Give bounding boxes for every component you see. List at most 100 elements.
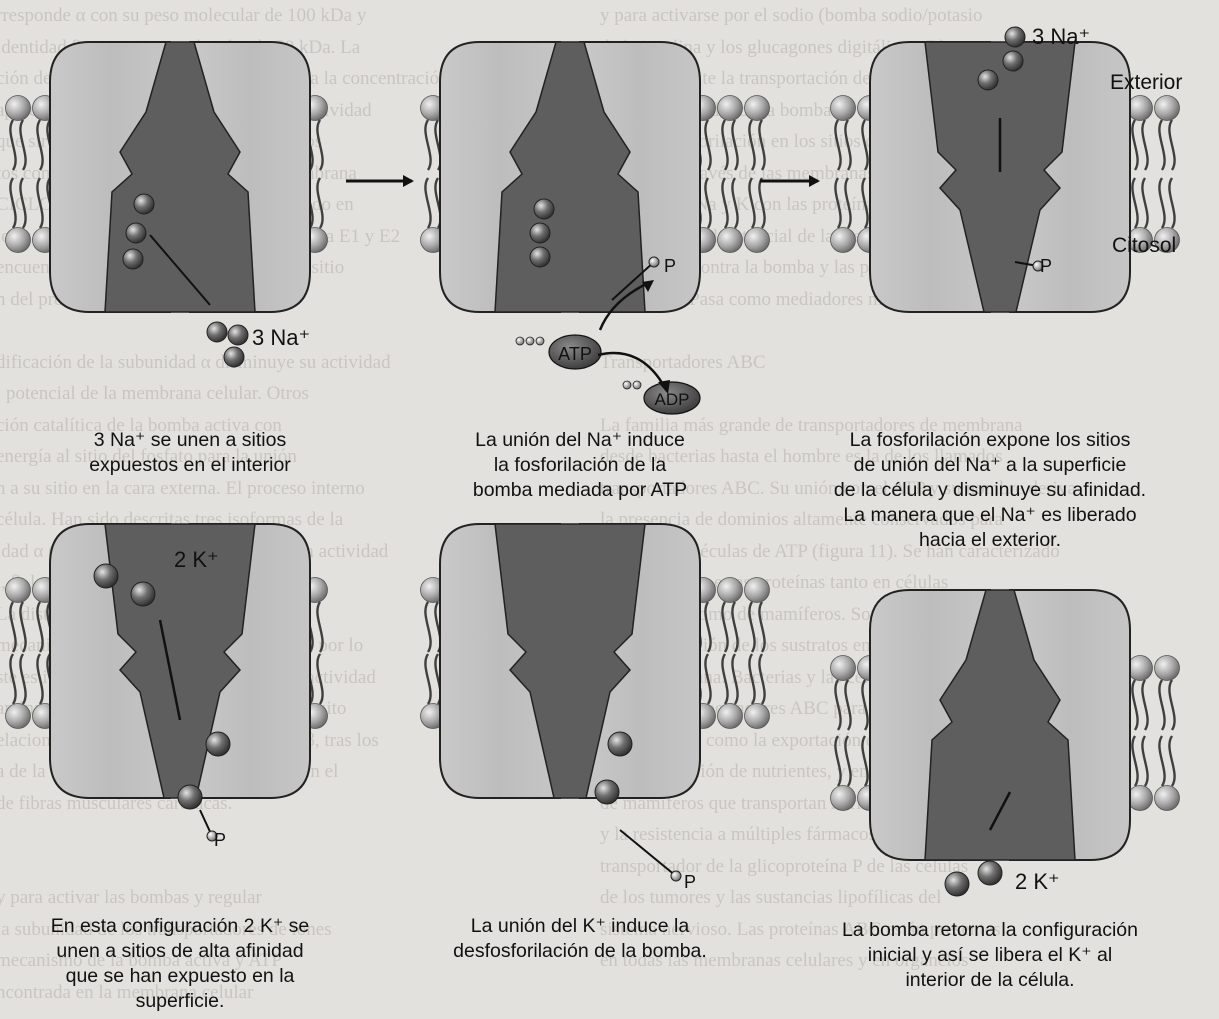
lipid-head [1128, 786, 1153, 811]
lipid-tail [1142, 120, 1147, 170]
atp-phosphate [536, 337, 544, 345]
lipid-head [6, 578, 31, 603]
k-ion [131, 582, 155, 606]
caption-line: de la célula y disminuye su afinidad. [790, 478, 1190, 503]
lipid-tail [1132, 736, 1137, 786]
adp-phosphate [633, 381, 641, 389]
lipid-tail [845, 120, 850, 170]
caption-line: desfosforilación de la bomba. [410, 939, 750, 964]
lipid-tail [317, 178, 322, 228]
lipid-tail [1142, 680, 1147, 730]
lipid-head [831, 786, 856, 811]
lipid-tail [20, 120, 25, 170]
lipid-head [718, 578, 743, 603]
phosphate-label-step2: P [664, 256, 676, 277]
caption-line: interior de la célula. [790, 968, 1190, 993]
lipid-tail [705, 654, 710, 704]
phosphate-label-step5: P [684, 872, 696, 893]
na-ion [1005, 27, 1025, 47]
na-ions-free [207, 322, 248, 367]
caption-line: En esta configuración 2 K⁺ se [20, 914, 340, 939]
na-ion [530, 223, 550, 243]
phosphate-tether [620, 830, 676, 876]
k-ions-released [945, 861, 1002, 896]
panel-step6 [831, 590, 1180, 896]
caption-step2: La unión del Na⁺ inducela fosforilación … [430, 428, 730, 503]
lipid-head [6, 96, 31, 121]
lipid-tail [862, 736, 867, 786]
caption-step4: En esta configuración 2 K⁺ seunen a siti… [20, 914, 340, 1014]
arrowhead-step1-to-step2 [403, 175, 414, 187]
lipid-tail [862, 680, 867, 730]
caption-line: hacia el exterior. [790, 528, 1190, 553]
lipid-head [831, 228, 856, 253]
k-ion [945, 872, 969, 896]
na-ion [207, 322, 227, 342]
lipid-tail [749, 120, 754, 170]
lipid-tail [1132, 120, 1137, 170]
lipid-tail [1159, 680, 1164, 730]
atp-molecule: ATP [516, 335, 601, 369]
lipid-head [745, 578, 770, 603]
lipid-tail [749, 654, 754, 704]
lipid-tail [845, 736, 850, 786]
k-ion [608, 732, 632, 756]
lipid-head [745, 704, 770, 729]
panel-step4 [6, 524, 328, 841]
caption-line: unen a sitios de alta afinidad [20, 939, 340, 964]
lipid-tail [425, 602, 430, 652]
na-ion [126, 223, 146, 243]
lipid-tail [20, 178, 25, 228]
atp-phosphate [526, 337, 534, 345]
k-ion [94, 564, 118, 588]
lipid-tail [37, 178, 42, 228]
caption-line: que se han expuesto en la [20, 964, 340, 989]
lipid-tail [705, 602, 710, 652]
panel-step1 [6, 42, 328, 367]
lipid-tail [835, 120, 840, 170]
lipid-tail [317, 602, 322, 652]
caption-line: La unión del K⁺ induce la [410, 914, 750, 939]
na-ion [534, 199, 554, 219]
lipid-head [745, 228, 770, 253]
lipid-tail [10, 178, 15, 228]
phosphate-label-step4: P [214, 830, 226, 851]
lipid-head [1155, 656, 1180, 681]
lipid-tail [1169, 178, 1174, 228]
panel-step5 [421, 524, 770, 881]
lipid-tail [749, 178, 754, 228]
na-ion [134, 194, 154, 214]
lipid-tail [1132, 178, 1137, 228]
na-ions-bound [530, 199, 554, 267]
lipid-tail [10, 120, 15, 170]
exterior-label: Exterior [1110, 71, 1182, 95]
lipid-tail [37, 654, 42, 704]
caption-line: superficie. [20, 989, 340, 1014]
na-ion [978, 70, 998, 90]
lipid-head [718, 704, 743, 729]
na-ion [224, 347, 244, 367]
lipid-tail [862, 120, 867, 170]
k-ion [978, 861, 1002, 885]
lipid-tail [749, 602, 754, 652]
lipid-tail [1169, 680, 1174, 730]
na-in-label: 3 Na⁺ [252, 325, 310, 351]
lipid-tail [732, 654, 737, 704]
lipid-tail [732, 178, 737, 228]
lipid-head [1128, 656, 1153, 681]
atp-label: ATP [558, 344, 592, 364]
caption-line: la fosforilación de la [430, 453, 730, 478]
lipid-tail [759, 654, 764, 704]
k-ion [206, 732, 230, 756]
k-out-label: 2 K⁺ [174, 547, 219, 573]
lipid-tail [10, 602, 15, 652]
citosol-label: Citosol [1112, 234, 1176, 258]
caption-line: bomba mediada por ATP [430, 478, 730, 503]
panel-step3 [831, 27, 1180, 312]
caption-line: inicial y así se libera el K⁺ al [790, 943, 1190, 968]
lipid-tail [705, 178, 710, 228]
lipid-head [718, 228, 743, 253]
na-ion [228, 325, 248, 345]
atp-to-adp-curve [598, 353, 664, 386]
